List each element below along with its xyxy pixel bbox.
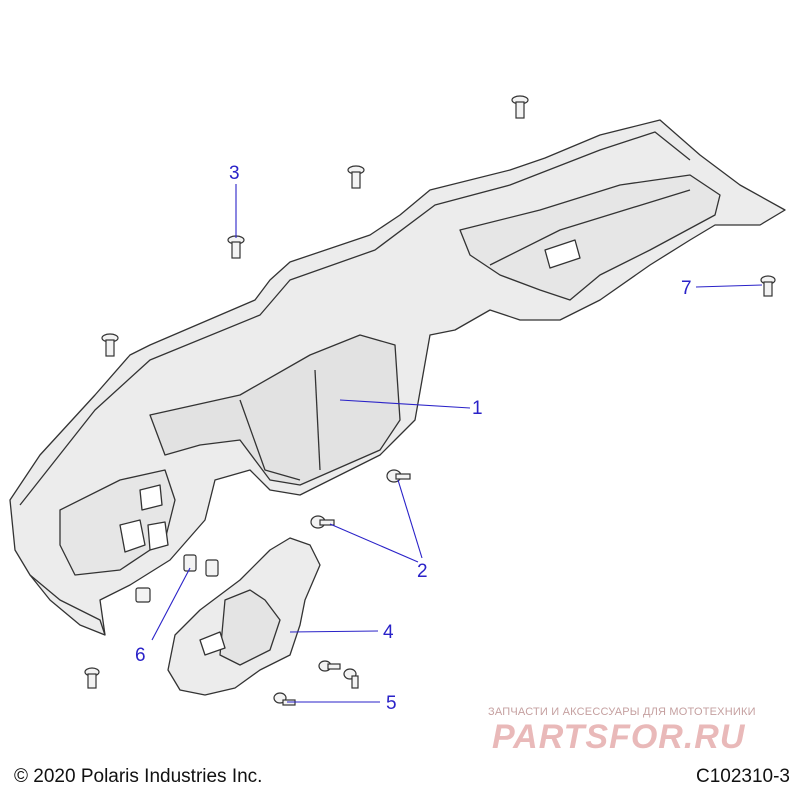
callout-4: 4 [383,622,394,643]
watermark-logo: PARTSFOR.RU [492,718,746,756]
push-rivet-icon [84,667,100,689]
clip-nut-icon [135,554,219,603]
shield-part [167,537,321,696]
watermark-tagline: ЗАПЧАСТИ И АКСЕССУАРЫ ДЛЯ МОТОТЕХНИКИ [488,706,756,718]
screw-icon [310,515,335,529]
screw-icon [343,668,359,689]
copyright-text: © 2020 Polaris Industries Inc. [14,766,263,787]
screw-icon [273,692,296,706]
main-panel-part [9,119,786,636]
push-rivet-icon [347,165,365,189]
callout-3: 3 [229,163,240,184]
screw-icon [318,660,341,672]
callout-1: 1 [472,398,483,419]
callout-7: 7 [681,278,692,299]
push-rivet-icon [511,95,529,119]
push-rivet-icon [760,275,776,297]
diagram-code: C102310-3 [695,766,790,787]
callout-2: 2 [417,561,428,582]
screw-icon [386,469,411,483]
leader-lines [151,184,763,703]
fasteners [84,95,776,706]
callout-5: 5 [386,693,397,714]
push-rivet-icon [227,235,245,259]
callout-6: 6 [135,645,146,666]
push-rivet-icon [101,333,119,357]
